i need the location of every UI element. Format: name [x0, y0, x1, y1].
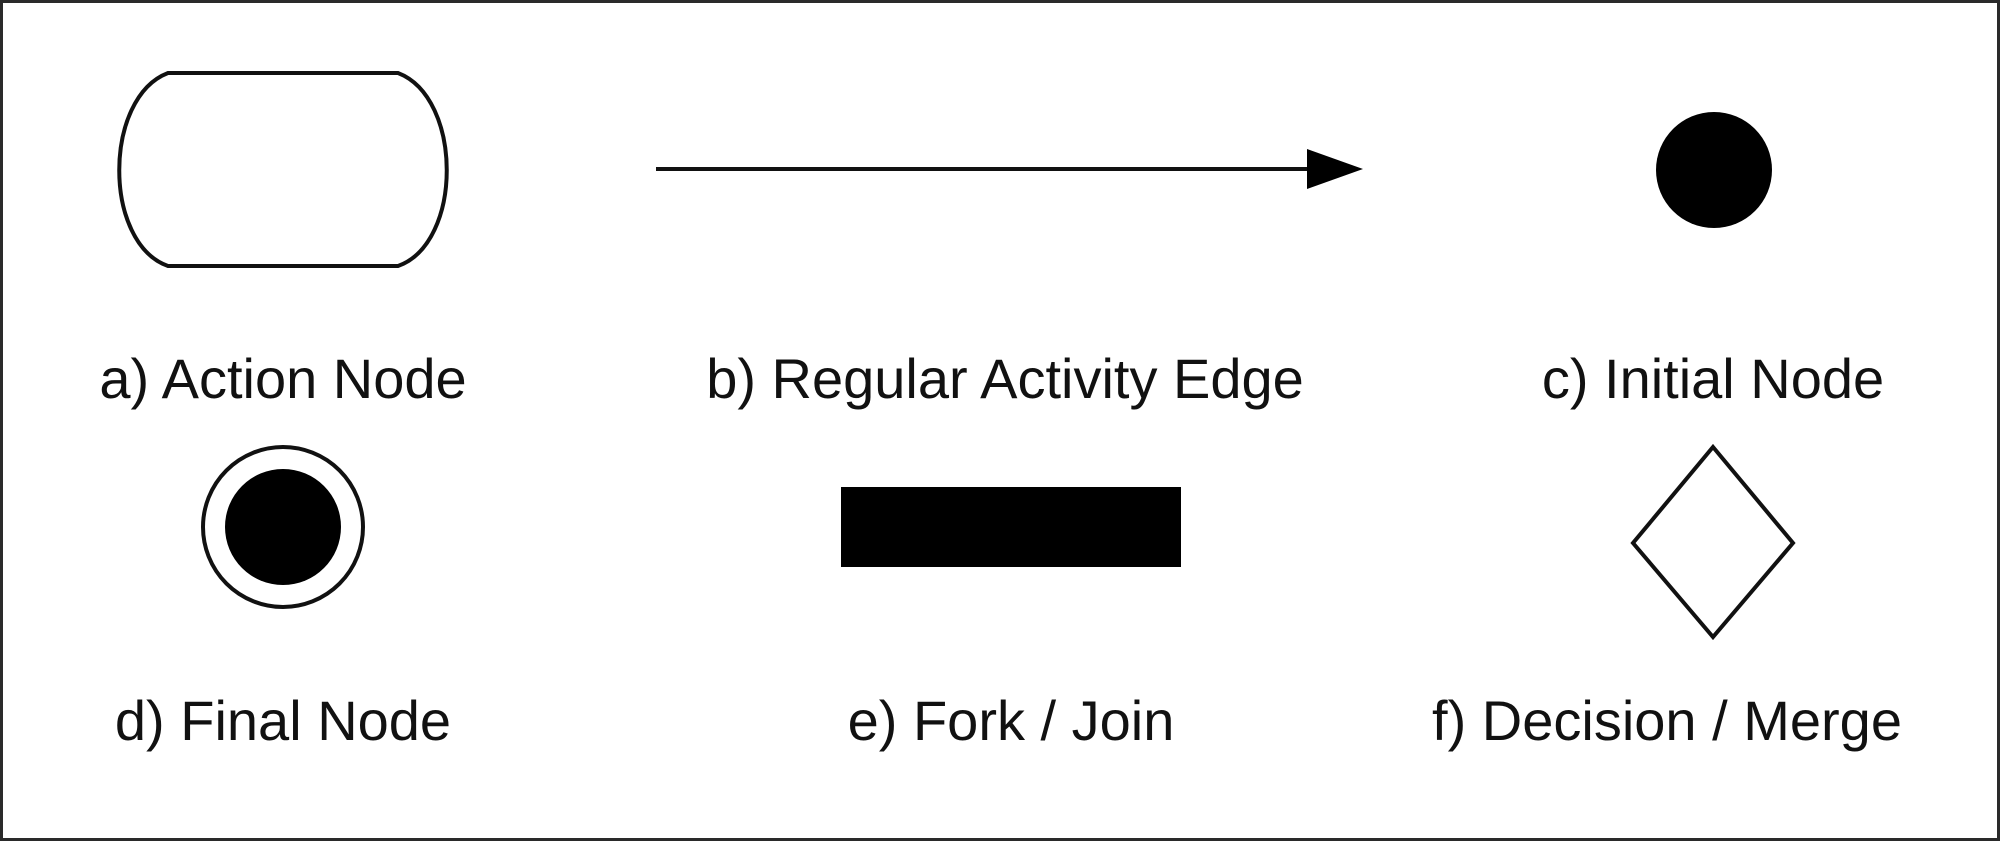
- activity-edge-arrowhead: [1307, 149, 1363, 189]
- caption-fork-join: e) Fork / Join: [847, 689, 1175, 752]
- initial-node-shape: [1656, 112, 1772, 228]
- final-node-inner-dot: [225, 469, 341, 585]
- legend-shapes: [117, 71, 1796, 641]
- fork-join-bar: [841, 487, 1181, 567]
- decision-merge-diamond: [1630, 443, 1796, 641]
- action-node-shape: [117, 71, 449, 268]
- caption-regular-activity-edge: b) Regular Activity Edge: [706, 347, 1304, 410]
- caption-action-node: a) Action Node: [99, 347, 467, 410]
- caption-initial-node: c) Initial Node: [1541, 347, 1885, 410]
- caption-final-node: d) Final Node: [114, 689, 452, 752]
- caption-decision-merge: f) Decision / Merge: [1432, 689, 1902, 752]
